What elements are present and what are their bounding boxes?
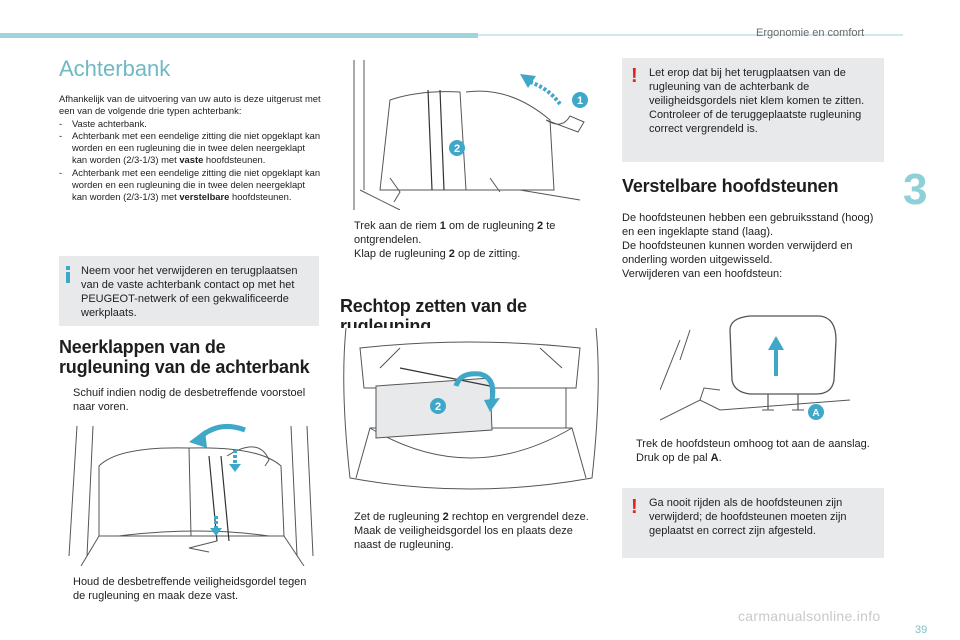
illustration-upright-seat: 2 bbox=[340, 328, 602, 498]
headrest-intro: De hoofdsteunen hebben een gebruiksstand… bbox=[622, 212, 874, 280]
warning-box-1: ! Let erop dat bij het terugplaatsen van… bbox=[622, 58, 884, 162]
illustration-release-strap: 1 2 bbox=[340, 60, 602, 210]
list-item: - Achterbank met een eendelige zitting d… bbox=[59, 166, 321, 203]
page-number: 39 bbox=[915, 624, 928, 636]
list-item: - Achterbank met een eendelige zitting d… bbox=[59, 129, 321, 166]
warning-text-2: Ga nooit rijden als de hoofdsteunen zijn… bbox=[649, 497, 847, 537]
info-icon bbox=[66, 266, 70, 283]
intro-text: Afhankelijk van de uitvoering van uw aut… bbox=[59, 93, 321, 117]
fold-step-2: Houd de desbetreffende veiligheidsgordel… bbox=[73, 576, 307, 602]
headrest-drawing: A bbox=[660, 315, 850, 421]
fold-section: Neerklappen van de rugleuning van de ach… bbox=[59, 337, 321, 414]
fold-heading-line2: rugleuning van de achterbank bbox=[59, 357, 310, 377]
headrest-step-2: Druk op de pal A. bbox=[636, 452, 722, 464]
callout-2b-marker bbox=[430, 398, 446, 414]
illustration-headrest: A bbox=[660, 300, 850, 430]
release-steps: Trek aan de riem 1 om de rugleuning 2 te… bbox=[340, 219, 602, 261]
page-title: Achterbank bbox=[59, 56, 171, 81]
callout-A-marker bbox=[808, 404, 824, 420]
release-step-1: Trek aan de riem 1 om de rugleuning 2 te… bbox=[354, 220, 556, 246]
seat-types-list: - Vaste achterbank. - Achterbank met een… bbox=[59, 118, 321, 204]
headrest-heading: Verstelbare hoofdsteunen bbox=[622, 176, 839, 196]
release-strap-drawing: 1 2 bbox=[353, 60, 588, 210]
callout-2-label: 2 bbox=[454, 143, 460, 155]
callout-1-label: 1 bbox=[577, 95, 583, 107]
section-title: Ergonomie en comfort bbox=[756, 27, 865, 39]
callout-1-marker bbox=[572, 92, 588, 108]
fold-heading-line1: Neerklappen van de bbox=[59, 337, 226, 357]
info-text: Neem voor het verwijderen en terugplaats… bbox=[81, 265, 298, 319]
watermark: carmanualsonline.info bbox=[738, 608, 881, 624]
left-column: Achterbank Afhankelijk van de uitvoering… bbox=[59, 56, 321, 204]
headrest-steps: Trek de hoofdsteun omhoog tot aan de aan… bbox=[622, 437, 884, 465]
upright-steps: Zet de rugleuning 2 rechtop en vergrende… bbox=[340, 510, 602, 552]
header-rule bbox=[478, 34, 903, 36]
headrest-section: Verstelbare hoofdsteunen De hoofdsteunen… bbox=[622, 176, 884, 281]
upright-seat-drawing: 2 bbox=[343, 328, 599, 490]
fold-step-1: Schuif indien nodig de desbetreffende vo… bbox=[73, 387, 306, 413]
upright-step-1: Zet de rugleuning 2 rechtop en vergrende… bbox=[354, 511, 589, 523]
warning-text-1: Let erop dat bij het terugplaatsen van d… bbox=[649, 67, 865, 135]
callout-2b-label: 2 bbox=[435, 401, 441, 413]
upright-step-2: Maak de veiligheidsgordel los en plaats … bbox=[354, 525, 573, 551]
callout-2-marker bbox=[449, 140, 465, 156]
release-step-2: Klap de rugleuning 2 op de zitting. bbox=[354, 248, 521, 260]
header-accent-bar bbox=[0, 33, 478, 38]
warning-box-2: ! Ga nooit rijden als de hoofdsteunen zi… bbox=[622, 488, 884, 558]
chapter-number: 3 bbox=[903, 165, 928, 214]
illustration-fold-rear-seat bbox=[59, 416, 321, 566]
headrest-step-1: Trek de hoofdsteun omhoog tot aan de aan… bbox=[636, 438, 870, 450]
callout-A-label: A bbox=[812, 408, 819, 419]
fold-seat-drawing bbox=[68, 423, 314, 566]
warning-icon: ! bbox=[631, 65, 638, 87]
info-box: Neem voor het verwijderen en terugplaats… bbox=[59, 256, 319, 326]
list-item: - Vaste achterbank. bbox=[59, 117, 147, 129]
warning-icon: ! bbox=[631, 496, 638, 518]
